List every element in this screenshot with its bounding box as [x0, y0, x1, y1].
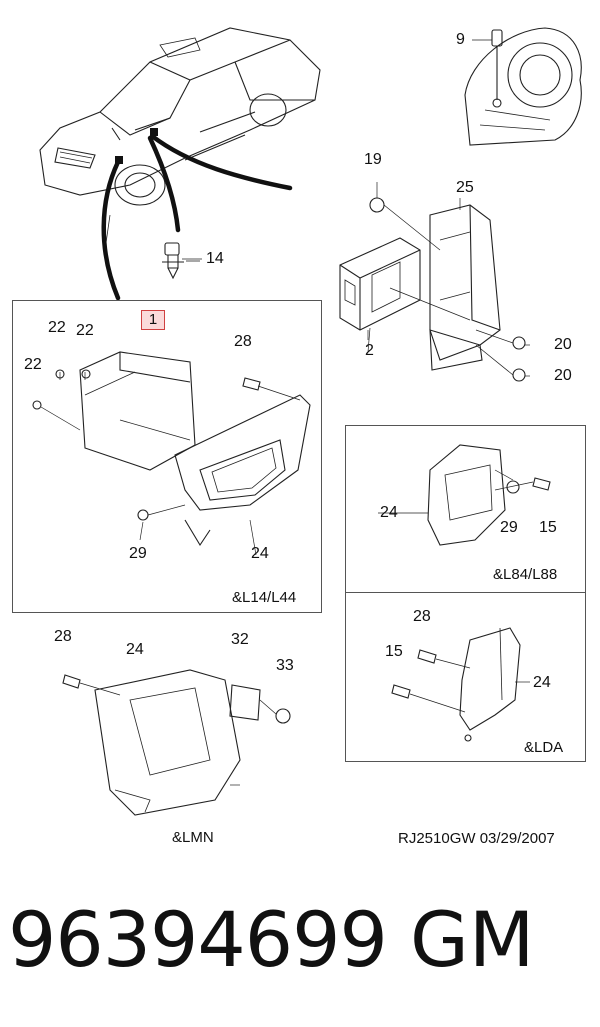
- variant-box-l14: [12, 300, 322, 613]
- callout-32[interactable]: 32: [231, 631, 249, 648]
- callout-33[interactable]: 33: [276, 657, 294, 674]
- bracket-l84: [427, 444, 551, 546]
- callout-24-b[interactable]: 24: [380, 504, 398, 521]
- module-assembly-lmn: [62, 669, 291, 816]
- callout-9[interactable]: 9: [456, 31, 465, 48]
- callout-20-upper[interactable]: 20: [554, 336, 572, 353]
- variant-label-lmn: &LMN: [172, 829, 214, 846]
- brand-name: GM: [410, 895, 535, 984]
- callout-14[interactable]: 14: [206, 250, 224, 267]
- callout-2[interactable]: 2: [365, 342, 374, 359]
- callout-15-a[interactable]: 15: [539, 519, 557, 536]
- callout-22-a[interactable]: 22: [48, 319, 66, 336]
- callout-28-b[interactable]: 28: [54, 628, 72, 645]
- callout-29-b[interactable]: 29: [500, 519, 518, 536]
- callout-28-a[interactable]: 28: [234, 333, 252, 350]
- callout-19[interactable]: 19: [364, 151, 382, 168]
- module-assembly-top: [339, 182, 526, 382]
- callout-22-c[interactable]: 22: [24, 356, 42, 373]
- callout-24-c[interactable]: 24: [126, 641, 144, 658]
- variant-label-l14: &L14/L44: [232, 589, 297, 606]
- callout-28-c[interactable]: 28: [413, 608, 431, 625]
- variant-label-lda: &LDA: [524, 739, 564, 756]
- variant-label-l84: &L84/L88: [493, 566, 558, 583]
- car-illustration: [39, 27, 321, 251]
- pump-illustration: [464, 27, 582, 146]
- part-number: 96394699: [8, 895, 388, 984]
- callout-24-a[interactable]: 24: [251, 545, 269, 562]
- callout-15-b[interactable]: 15: [385, 643, 403, 660]
- callout-25[interactable]: 25: [456, 179, 474, 196]
- parts-diagram: 1 9 19 25 14 2 20 20 22 22 22 28 29 24 &…: [12, 27, 586, 847]
- callout-20-lower[interactable]: 20: [554, 367, 572, 384]
- diagram-drawing: [32, 27, 582, 816]
- callout-22-b[interactable]: 22: [76, 322, 94, 339]
- variant-box-lda: [345, 592, 586, 762]
- sensor-14-illustration: [162, 242, 200, 280]
- leader-curves: [101, 133, 293, 301]
- module-assembly-l14: [32, 351, 311, 547]
- bracket-lda: [391, 627, 521, 742]
- callout-24-d[interactable]: 24: [533, 674, 551, 691]
- callout-1-badge[interactable]: 1: [141, 310, 165, 330]
- drawing-code: RJ2510GW 03/29/2007: [398, 830, 555, 847]
- callout-29-a[interactable]: 29: [129, 545, 147, 562]
- callout-leaders: [139, 39, 530, 683]
